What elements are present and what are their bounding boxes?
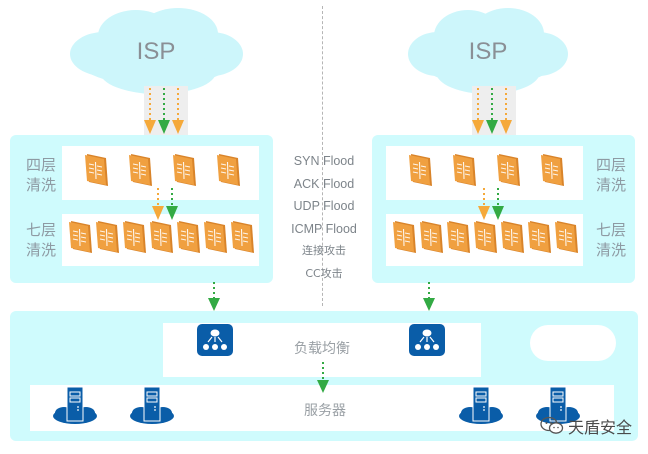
attack-type: SYN Flood — [293, 154, 355, 168]
firewall-icon — [527, 220, 551, 253]
arrowhead-green — [486, 120, 498, 134]
server-icon — [535, 386, 581, 426]
arrowhead-green — [158, 120, 170, 134]
load-balancer-label: 负载均衡 — [294, 341, 350, 357]
server-label: 服务器 — [304, 403, 346, 419]
isp-label-right: ISP — [468, 38, 508, 65]
attack-type: 连接攻击 — [302, 244, 346, 257]
firewall-icon — [408, 153, 432, 186]
attack-type: ICMP Flood — [291, 221, 357, 236]
firewall-icon — [452, 153, 476, 186]
firewall-icon — [84, 153, 108, 186]
firewall-icon — [216, 153, 240, 186]
server-icon — [129, 386, 175, 426]
layer4-label-left: 四层 清洗 — [26, 156, 57, 194]
firewall-icon — [500, 220, 524, 253]
firewall-icon — [540, 153, 564, 186]
arrowhead-orange — [500, 120, 512, 134]
watermark-text: 天盾安全 — [567, 418, 632, 437]
arrowhead-green — [317, 380, 329, 393]
arrowhead-orange — [472, 120, 484, 134]
firewall-icon — [122, 220, 146, 253]
watermark: 天盾安全 — [540, 414, 632, 438]
arrowhead-orange — [144, 120, 156, 134]
layer7-label-left: 七层 清洗 — [26, 221, 57, 259]
firewall-icon — [172, 153, 196, 186]
redaction-blot — [530, 325, 616, 361]
cloud-shape-left — [70, 8, 243, 94]
arrowhead-orange — [152, 206, 164, 220]
arrowhead-green — [492, 206, 504, 220]
arrowhead-green — [166, 206, 178, 220]
center-divider — [322, 6, 323, 306]
firewall-icon — [419, 220, 443, 253]
lb-to-server-arrow — [317, 362, 329, 393]
server-row — [30, 385, 614, 431]
cloud-shape-right — [408, 8, 568, 94]
isp-traffic-arrows-left — [144, 86, 188, 136]
arrowhead-orange — [478, 206, 490, 220]
wechat-icon — [540, 416, 564, 434]
firewall-icon — [203, 220, 227, 253]
firewall-icon — [68, 220, 92, 253]
attack-type: ACK Flood — [293, 176, 355, 191]
load-balancer-icon — [409, 324, 445, 356]
firewall-icon — [446, 220, 470, 253]
arrowhead-green — [208, 298, 220, 311]
firewall-icon — [176, 220, 200, 253]
firewall-icon — [128, 153, 152, 186]
isp-label-left: ISP — [136, 38, 176, 65]
arrowhead-green — [423, 298, 435, 311]
firewall-icon — [473, 220, 497, 253]
attack-type: UDP Flood — [293, 199, 355, 213]
isp-cloud-left: ISP — [66, 6, 246, 96]
l4-to-l7-arrows-right — [478, 188, 504, 220]
firewall-icon — [95, 220, 119, 253]
scrub-to-lb-arrow-right — [423, 282, 435, 311]
firewall-icon — [149, 220, 173, 253]
load-balancer-icon — [197, 324, 233, 356]
attack-types-list: SYN Flood ACK Flood UDP Flood ICMP Flood… — [278, 150, 370, 285]
firewall-icon — [554, 220, 578, 253]
attack-type: CC攻击 — [305, 266, 343, 280]
firewall-icon — [392, 220, 416, 253]
isp-traffic-arrows-right — [472, 86, 516, 136]
firewall-icon — [230, 220, 254, 253]
server-icon — [458, 386, 504, 426]
isp-cloud-right: ISP — [398, 6, 578, 96]
layer7-label-right: 七层 清洗 — [596, 221, 627, 259]
layer4-label-right: 四层 清洗 — [596, 156, 627, 194]
arrowhead-orange — [172, 120, 184, 134]
firewall-icon — [496, 153, 520, 186]
scrub-to-lb-arrow-left — [208, 282, 220, 311]
l4-to-l7-arrows-left — [152, 188, 178, 220]
server-icon — [52, 386, 98, 426]
